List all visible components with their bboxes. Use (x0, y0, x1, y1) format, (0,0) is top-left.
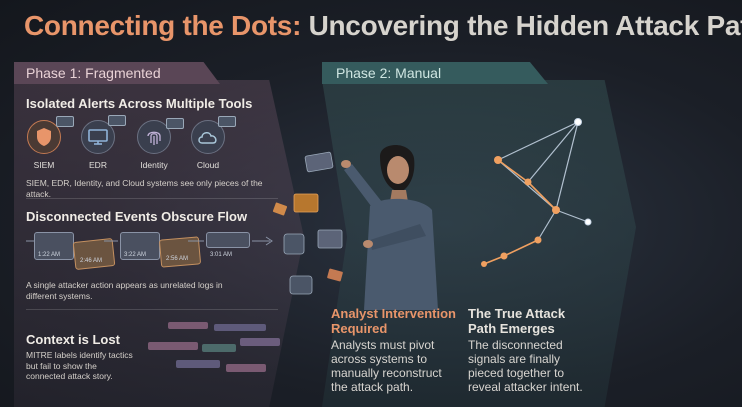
analyst-figure (341, 145, 438, 310)
tool-label-siem: SIEM (33, 160, 55, 170)
path-node (584, 218, 592, 226)
page-title: Connecting the Dots: Uncovering the Hidd… (24, 10, 742, 42)
phase2-tab: Phase 2: Manual Reconstruction (322, 62, 548, 84)
mitre-label-bars (148, 322, 280, 372)
analyst-body: Analysts must pivot across systems to ma… (331, 338, 442, 395)
alert-bubble (56, 116, 74, 127)
analyst-heading: Analyst Intervention Required (331, 306, 456, 337)
tool-label-edr: EDR (89, 160, 107, 170)
path-node (524, 178, 532, 186)
path-node (500, 252, 508, 260)
event-flow-arrows (26, 236, 273, 246)
context-lost-heading: Context is Lost (26, 332, 120, 347)
fingerprint-icon (147, 131, 161, 145)
title-rest: Uncovering the Hidden Attack Path (301, 10, 742, 41)
path-node (494, 156, 502, 164)
isolated-alerts-heading: Isolated Alerts Across Multiple Tools (26, 96, 253, 111)
disconnected-events-caption: A single attacker action appears as unre… (26, 280, 223, 301)
shield-icon (37, 128, 51, 146)
path-heading: The True Attack Path Emerges (468, 306, 566, 337)
tool-cloud: Cloud (186, 120, 230, 170)
alert-bubble (166, 118, 184, 129)
path-node (552, 206, 560, 214)
title-accent: Connecting the Dots: (24, 10, 302, 41)
tool-label-cloud: Cloud (196, 160, 220, 170)
event-card (34, 232, 74, 260)
alert-bubble (218, 116, 236, 127)
identity-circle (137, 120, 171, 154)
attack-path-network (481, 118, 592, 267)
path-body: The disconnected signals are finally pie… (468, 338, 583, 395)
disconnected-events-heading: Disconnected Events Obscure Flow (26, 209, 248, 224)
divider (26, 198, 278, 199)
tool-edr: EDR (76, 120, 120, 170)
siem-circle (27, 120, 61, 154)
path-node (574, 118, 582, 126)
event-time: 2:56 AM (166, 256, 189, 262)
cloud-icon (198, 132, 217, 144)
monitor-icon (88, 129, 108, 145)
event-time: 3:01 AM (210, 252, 233, 258)
path-node (534, 236, 542, 244)
tool-identity: Identity (132, 120, 176, 170)
event-time: 2:46 AM (80, 258, 103, 264)
isolated-alerts-caption: SIEM, EDR, Identity, and Cloud systems s… (26, 178, 263, 199)
tool-label-identity: Identity (140, 160, 168, 170)
event-card (206, 232, 250, 248)
divider (26, 309, 278, 310)
path-node (481, 261, 487, 267)
event-card (120, 232, 160, 260)
alert-bubble (108, 115, 126, 126)
context-lost-caption: MITRE labels identify tactics but fail t… (26, 350, 133, 382)
event-time: 3:22 AM (124, 252, 147, 258)
floating-fragments (272, 151, 343, 295)
phase1-tab: Phase 1: Fragmented Signals (14, 62, 220, 84)
tool-siem: SIEM (22, 120, 66, 170)
event-time: 1:22 AM (38, 252, 61, 258)
